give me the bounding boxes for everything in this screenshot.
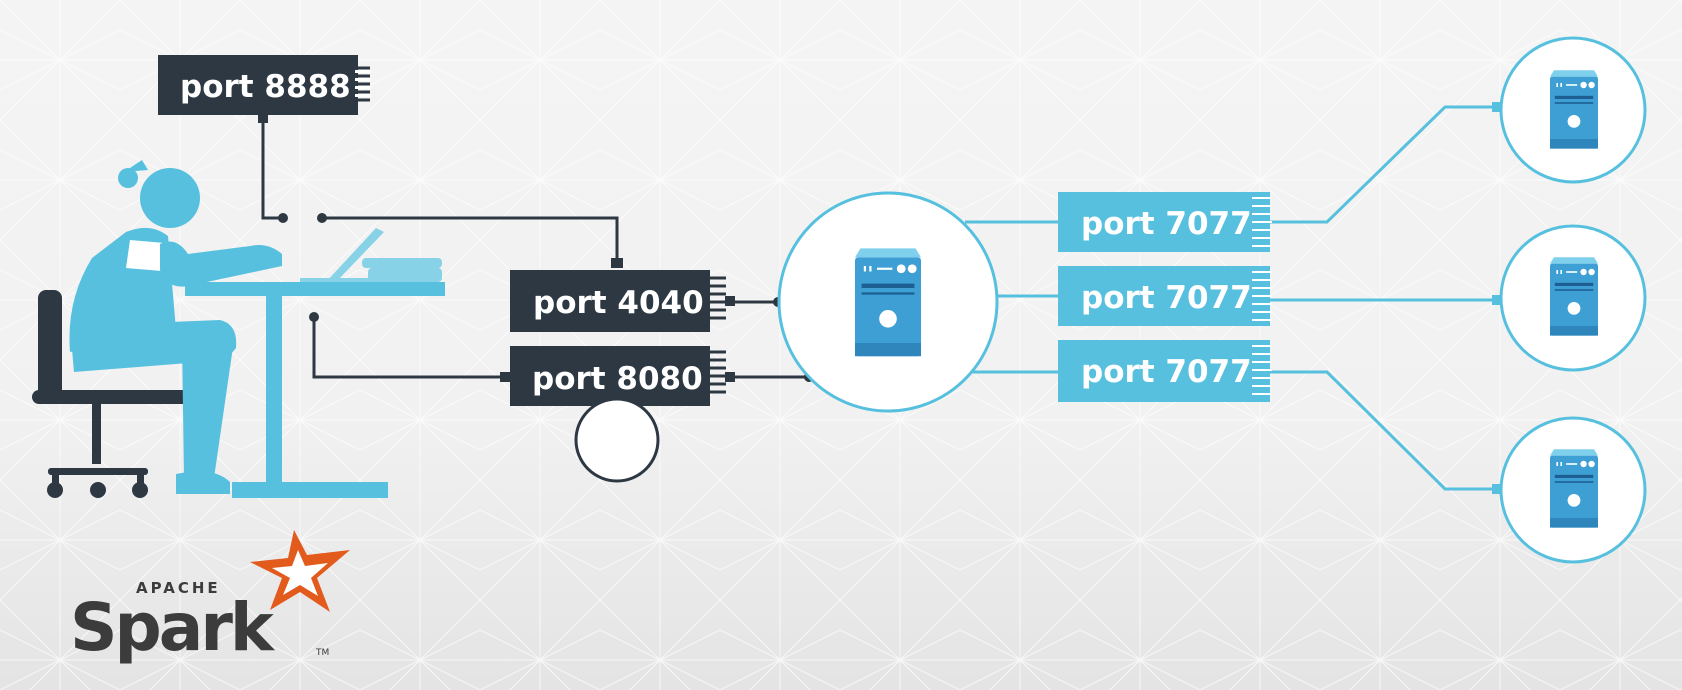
server-icon [1550, 70, 1598, 149]
port-7077-label-1: port 7077 [1081, 206, 1252, 242]
port-8080-empty-circle [574, 397, 660, 483]
port-4040-box: port 4040 [510, 258, 735, 332]
port-7077-box-3: port 7077 [1058, 340, 1272, 402]
logo-apache-text: APACHE [136, 579, 221, 597]
port-4040-label: port 4040 [533, 285, 704, 321]
port-7077-label-2: port 7077 [1081, 280, 1252, 316]
logo-spark-text: Spark [70, 589, 276, 666]
person-at-laptop-icon [69, 160, 282, 494]
port-7077-box-2: port 7077 [1058, 266, 1272, 326]
worker-node-2 [1499, 224, 1647, 372]
worker-node-1 [1499, 36, 1647, 184]
port-8080-box: port 8080 [500, 346, 735, 483]
port-7077-box-1: port 7077 [1058, 192, 1272, 252]
port-8080-label: port 8080 [532, 361, 703, 397]
master-node [777, 191, 999, 413]
worker-node-3 [1499, 416, 1647, 564]
apache-spark-logo: APACHE Spark TM [70, 530, 350, 666]
port-8888-label: port 8888 [180, 69, 351, 105]
desk-icon [185, 228, 445, 498]
port-8888-box: port 8888 [158, 55, 371, 123]
connection-wires [261, 102, 1501, 494]
port-7077-label-3: port 7077 [1081, 354, 1252, 390]
server-icon [1550, 449, 1598, 528]
logo-trademark: TM [315, 648, 329, 658]
server-icon [1550, 257, 1598, 336]
office-chair-icon [32, 290, 192, 498]
